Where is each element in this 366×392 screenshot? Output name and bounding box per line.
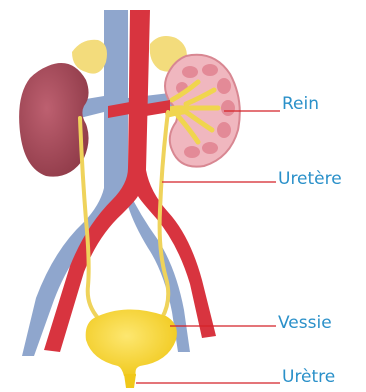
label-rein: Rein	[282, 96, 319, 113]
bladder	[86, 309, 177, 388]
label-vessie: Vessie	[278, 315, 332, 332]
urethra	[124, 374, 136, 388]
label-uretere: Uretère	[278, 171, 342, 188]
label-uretre: Urètre	[282, 369, 335, 386]
